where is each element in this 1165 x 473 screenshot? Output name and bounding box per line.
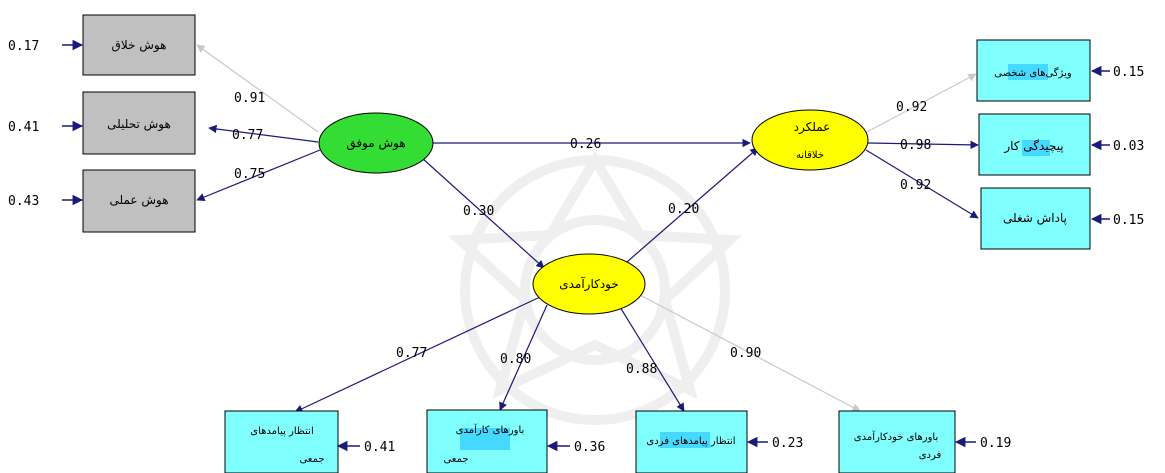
arrow-performance-to-reward [865,149,979,219]
latent-creative-performance-line1: عملکرد [794,120,831,135]
box-practical-intelligence [82,169,196,233]
arrow-smart-to-creative [196,44,319,133]
error-personality: 0.15 [1113,65,1144,80]
loading-practical: 0.75 [234,167,265,182]
highlight-individual-expectation [660,432,710,448]
latent-successful-intelligence-label: هوش موفق [346,136,405,151]
box-individual-belief [838,410,956,473]
box-collective-belief-line2: جمعی [443,454,468,465]
watermark-ornament [447,150,743,425]
arrow-smart-to-analytic [208,124,319,143]
error-collective-expect: 0.41 [364,440,395,455]
error-collective-belief: 0.36 [574,440,605,455]
loading-individual-expect: 0.88 [626,362,657,377]
arrow-performance-to-personality [864,73,977,134]
box-analytic-intelligence [82,91,196,155]
loading-creative: 0.91 [234,91,265,106]
box-job-complexity-label: پیچیدگی کار [1003,139,1063,154]
highlight-personality [1008,64,1048,80]
loading-complexity: 0.98 [900,138,931,153]
box-collective-expectation-line1: انتظار پیامدهای [250,426,313,437]
loading-reward: 0.92 [900,178,931,193]
arrow-smart-to-practical [196,149,321,202]
arrow-self-to-collective-expect [294,296,541,413]
box-individual-belief-line1: باورهای خودکارآمدی [854,430,938,443]
error-analytic: 0.41 [8,120,39,135]
arrow-performance-to-complexity [867,140,979,150]
arrow-smart-to-self-efficacy [421,157,545,269]
box-job-reward-label: پاداش شغلی [1003,211,1067,226]
loading-collective-expect: 0.77 [396,346,427,361]
error-practical: 0.43 [8,194,39,209]
latent-creative-performance-line2: خلاقانه [796,150,824,161]
loading-individual-belief: 0.90 [730,346,761,361]
loading-collective-belief: 0.80 [500,352,531,367]
path-smart-to-performance: 0.26 [570,137,601,152]
path-self-efficacy-to-performance: 0.20 [668,202,699,217]
arrow-self-to-individual-expect [619,306,685,412]
box-job-reward [980,187,1091,250]
arrow-self-efficacy-to-performance [619,147,759,269]
error-individual-belief: 0.19 [980,436,1011,451]
highlight-job-complexity [1022,140,1050,156]
box-analytic-intelligence-label: هوش تحلیلی [107,117,171,132]
latent-self-efficacy-label: خودکارآمدی [559,276,619,292]
loading-analytic: 0.77 [232,128,263,143]
box-creative-intelligence-label: هوش خلاق [112,38,167,53]
latent-successful-intelligence [318,112,434,174]
box-practical-intelligence-label: هوش عملی [109,193,168,208]
arrow-self-to-collective-belief [499,304,548,411]
error-creative: 0.17 [8,39,39,54]
loading-personality: 0.92 [896,100,927,115]
box-personality-label: ویژگی‌های شخصی [994,67,1072,79]
box-individual-expectation-label: انتظار پیامدهای فردی [646,436,735,447]
error-complexity: 0.03 [1113,139,1144,154]
path-smart-to-self-efficacy: 0.30 [463,204,494,219]
error-reward: 0.15 [1113,213,1144,228]
error-individual-expect: 0.23 [772,436,803,451]
highlight-collective-belief [460,428,510,450]
box-collective-expectation-line2: جمعی [299,454,324,465]
box-creative-intelligence [82,14,196,76]
box-collective-expectation [224,410,339,473]
latent-self-efficacy [532,253,646,315]
box-individual-belief-line2: فردی [919,450,942,461]
box-collective-belief-line1: باورهای کارآمدی [456,423,525,436]
arrow-self-to-individual-belief [639,294,861,412]
latent-creative-performance [751,109,869,171]
